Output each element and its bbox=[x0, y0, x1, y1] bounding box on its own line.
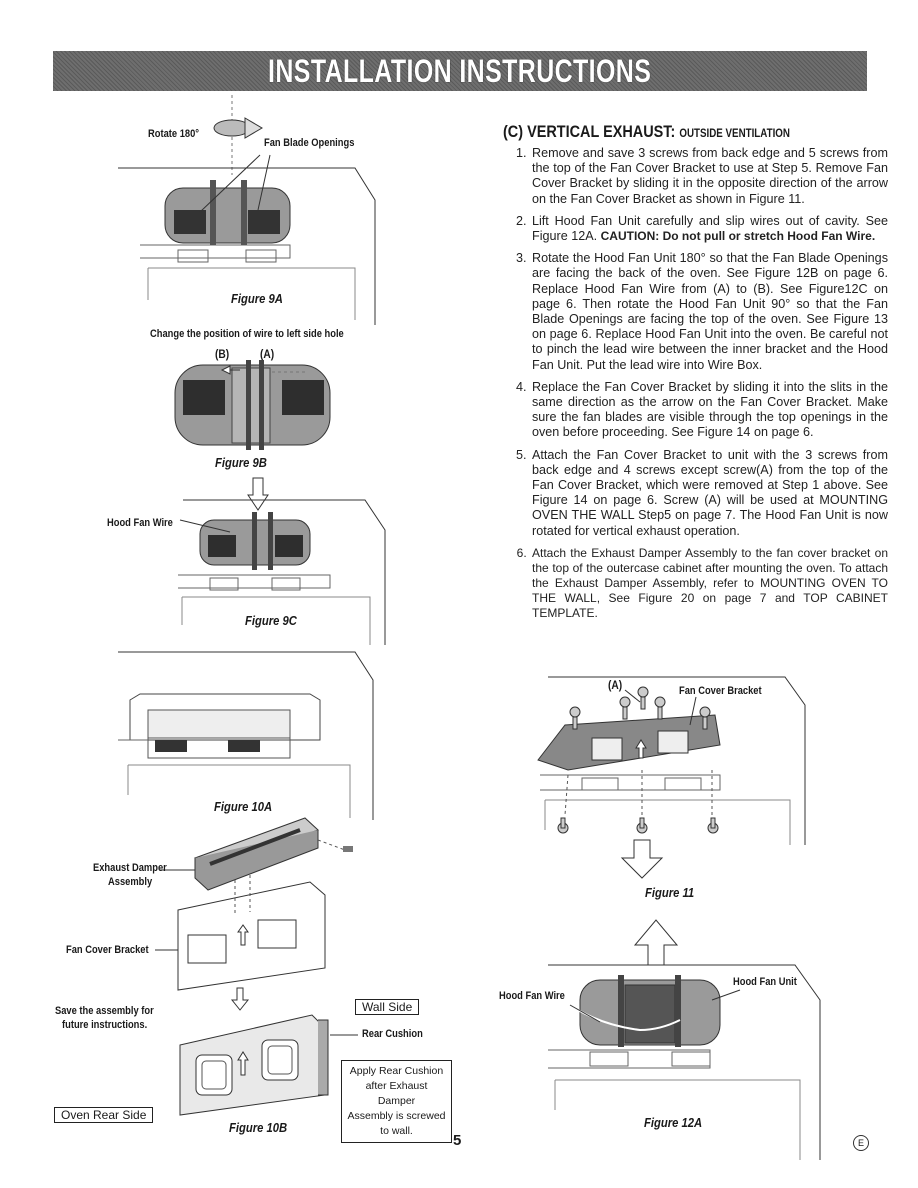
section-heading-prefix: (C) VERTICAL EXHAUST: bbox=[503, 122, 676, 141]
hood-fan-wire-label-12a: Hood Fan Wire bbox=[499, 990, 565, 1002]
step-item: Attach the Exhaust Damper Assembly to th… bbox=[530, 546, 888, 621]
fan-blade-openings-label: Fan Blade Openings bbox=[264, 137, 355, 149]
section-heading: (C) VERTICAL EXHAUST: OUTSIDE VENTILATIO… bbox=[503, 122, 790, 142]
step-5-text: Attach the Fan Cover Bracket to unit wit… bbox=[532, 447, 888, 538]
step-3-text: Rotate the Hood Fan Unit 180° so that th… bbox=[532, 251, 888, 372]
language-mark: E bbox=[853, 1135, 869, 1151]
page-number: 5 bbox=[453, 1132, 462, 1149]
step-6-text: Attach the Exhaust Damper Assembly to th… bbox=[532, 545, 888, 620]
label-a: (A) bbox=[260, 347, 275, 361]
figure-10a-caption: Figure 10A bbox=[214, 800, 273, 814]
page-title: INSTALLATION INSTRUCTIONS bbox=[268, 52, 652, 89]
save-assembly-label-2: future instructions. bbox=[62, 1019, 148, 1031]
note-line-3: Assembly is screwed bbox=[347, 1110, 446, 1122]
rotate-label: Rotate 180° bbox=[148, 128, 200, 140]
rear-cushion-note: Apply Rear Cushion after Exhaust Damper … bbox=[341, 1060, 452, 1143]
header-banner: INSTALLATION INSTRUCTIONS bbox=[53, 51, 867, 91]
step-4-text: Replace the Fan Cover Bracket by sliding… bbox=[532, 379, 888, 440]
label-b: (B) bbox=[215, 347, 230, 361]
figure-9b-caption: Figure 9B bbox=[215, 456, 267, 470]
figure-11-caption: Figure 11 bbox=[645, 886, 695, 900]
figure-9c-caption: Figure 9C bbox=[245, 614, 297, 628]
step-2-caution: CAUTION: Do not pull or stretch Hood Fan… bbox=[600, 229, 876, 244]
oven-rear-side-label: Oven Rear Side bbox=[54, 1107, 154, 1123]
label-a-fig11: (A) bbox=[608, 678, 623, 692]
section-heading-suffix: OUTSIDE VENTILATION bbox=[679, 128, 790, 140]
exhaust-damper-label: Exhaust Damper bbox=[93, 862, 167, 874]
note-line-1: Apply Rear Cushion bbox=[349, 1065, 444, 1077]
wall-side-label: Wall Side bbox=[355, 999, 420, 1015]
note-line-2: after Exhaust Damper bbox=[365, 1080, 428, 1107]
save-assembly-label-1: Save the assembly for bbox=[55, 1005, 154, 1017]
step-item: Attach the Fan Cover Bracket to unit wit… bbox=[530, 448, 888, 539]
step-item: Replace the Fan Cover Bracket by sliding… bbox=[530, 380, 888, 441]
figure-9b-note: Change the position of wire to left side… bbox=[150, 328, 344, 340]
figure-10b-caption: Figure 10B bbox=[229, 1121, 288, 1135]
step-item: Lift Hood Fan Unit carefully and slip wi… bbox=[530, 214, 888, 244]
fan-cover-bracket-label-10b: Fan Cover Bracket bbox=[66, 944, 149, 956]
fan-cover-bracket-label-11: Fan Cover Bracket bbox=[679, 685, 762, 697]
hood-fan-wire-label-9c: Hood Fan Wire bbox=[107, 517, 173, 529]
step-item: Remove and save 3 screws from back edge … bbox=[530, 146, 888, 207]
note-line-4: to wall. bbox=[380, 1125, 413, 1137]
step-item: Rotate the Hood Fan Unit 180° so that th… bbox=[530, 251, 888, 373]
figure-9a-caption: Figure 9A bbox=[231, 292, 283, 306]
step-2-text: Lift Hood Fan Unit carefully and slip wi… bbox=[532, 213, 888, 244]
rear-cushion-label: Rear Cushion bbox=[362, 1028, 423, 1040]
assembly-label: Assembly bbox=[108, 876, 153, 888]
hood-fan-unit-label: Hood Fan Unit bbox=[733, 976, 797, 988]
steps-list: Remove and save 3 screws from back edge … bbox=[508, 146, 888, 628]
step-1-text: Remove and save 3 screws from back edge … bbox=[532, 146, 888, 206]
figure-12a-caption: Figure 12A bbox=[644, 1116, 703, 1130]
